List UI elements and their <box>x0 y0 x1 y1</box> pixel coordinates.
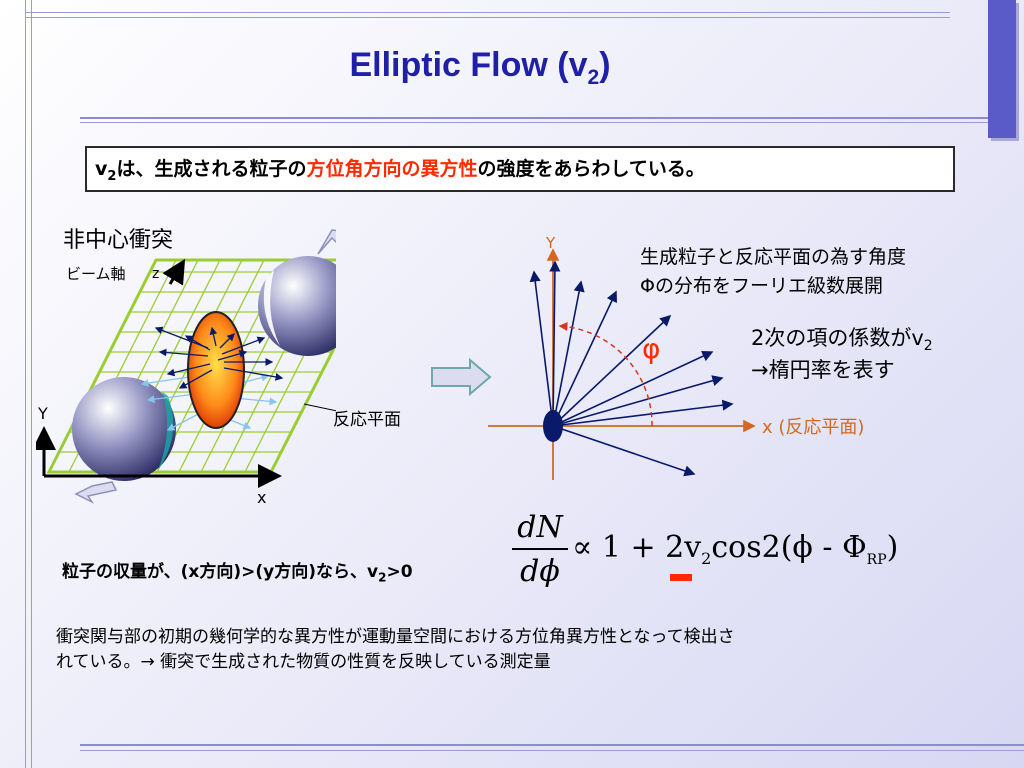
footer-rule-2 <box>80 750 1024 751</box>
summary-line-1: 衝突関与部の初期の幾何学的な異方性が運動量空間における方位角異方性となって検出さ <box>56 627 735 647</box>
nucleus-upper <box>258 256 336 356</box>
summary-text: 衝突関与部の初期の幾何学的な異方性が運動量空間における方位角異方性となって検出さ… <box>56 625 946 675</box>
highlight-text: 方位角方向の異方性 <box>306 158 478 180</box>
z-axis <box>162 258 186 286</box>
definition-box: v2は、生成される粒子の方位角方向の異方性の強度をあらわしている。 <box>85 146 955 192</box>
page-title: Elliptic Flow (v2) <box>349 46 611 89</box>
beam-arrow-lower <box>74 481 118 504</box>
collision-diagram <box>36 229 336 504</box>
footer-rule <box>80 744 1024 746</box>
label-beam-axis: ビーム軸 <box>66 265 126 283</box>
formula-rhs: ∝ 1 + 2v2cos2(ϕ - ΦRP) <box>572 530 899 568</box>
note-line-1: 2次の項の係数がv2 <box>751 326 933 355</box>
frame-left-line-2 <box>31 0 32 768</box>
label-x-axis-right: x (反応平面) <box>762 417 865 438</box>
phi-arc <box>558 322 653 427</box>
label-y-axis-right: Y <box>546 234 556 252</box>
label-y-axis-left: Y <box>38 404 48 423</box>
transition-arrow <box>431 358 492 396</box>
formula-fraction: dN dϕ <box>512 508 568 590</box>
title-rule-2 <box>80 122 1000 123</box>
description-line-1: 生成粒子と反応平面の為す角度 <box>640 246 907 268</box>
v2-underline-mark <box>670 574 692 581</box>
condition-text: 粒子の収量が、(x方向)>(y方向)なら、v2>0 <box>62 562 413 585</box>
title-rule <box>80 117 1000 119</box>
frame-top-line-2 <box>25 17 950 18</box>
fourier-formula: dN dϕ ∝ 1 + 2v2cos2(ϕ - ΦRP) <box>508 508 928 598</box>
fraction-bar <box>512 548 568 550</box>
formula-numerator: dN <box>517 510 563 545</box>
fireball-top-view <box>543 410 563 442</box>
accent-bar <box>988 0 1016 138</box>
frame-top-line <box>25 12 950 13</box>
label-collision: 非中心衝突 <box>63 228 174 253</box>
label-z-axis: z <box>152 266 160 282</box>
label-x-axis-left: x <box>257 488 267 507</box>
label-phi: φ <box>642 332 661 365</box>
summary-line-2: れている。→ 衝突で生成された物質の性質を反映している測定量 <box>56 652 551 672</box>
note-line-2: →楕円率を表す <box>751 358 895 382</box>
azimuth-diagram <box>488 248 756 480</box>
label-reaction-plane-left: 反応平面 <box>333 410 401 430</box>
description-line-2: Φの分布をフーリエ級数展開 <box>640 275 883 297</box>
beam-arrow-upper <box>317 229 336 255</box>
formula-denominator: dϕ <box>520 554 560 589</box>
frame-left-line <box>25 0 26 768</box>
